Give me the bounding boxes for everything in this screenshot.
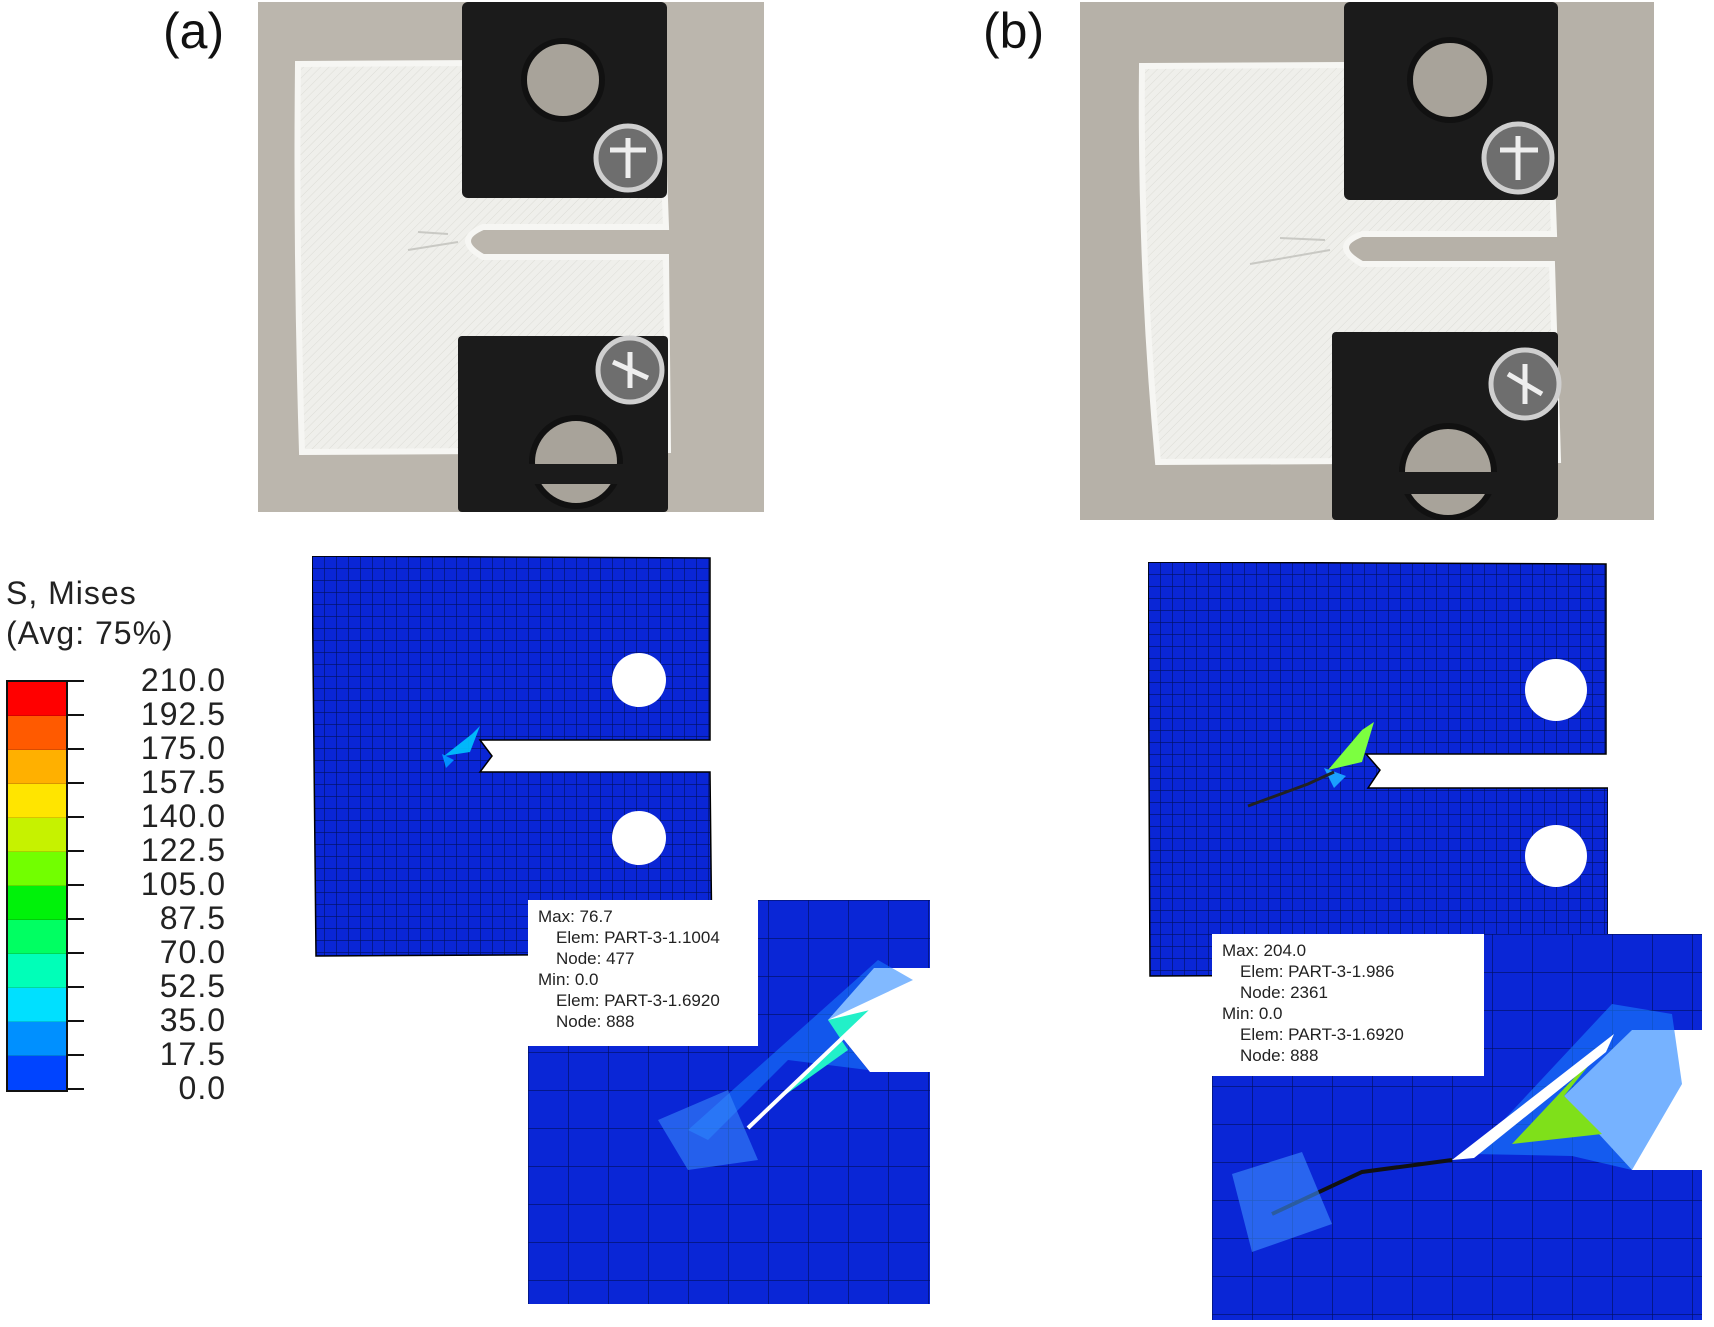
panel-label-b: (b)	[983, 3, 1045, 59]
legend-value: 192.5	[140, 696, 226, 732]
max-label-b: Max: 204.0	[1222, 941, 1307, 960]
legend-value: 52.5	[159, 968, 226, 1004]
legend-tick	[66, 918, 84, 920]
legend-tick	[66, 816, 84, 818]
legend-value: 157.5	[140, 764, 226, 800]
min-node-a: Node: 888	[556, 1012, 635, 1031]
legend-value: 0.0	[178, 1070, 226, 1106]
legend-band	[8, 784, 66, 818]
legend-band	[8, 920, 66, 954]
legend-tick	[66, 952, 84, 954]
legend-band	[8, 1022, 66, 1056]
legend-band	[8, 988, 66, 1022]
legend-value: 70.0	[159, 934, 226, 970]
legend-band	[8, 954, 66, 988]
legend-value: 17.5	[159, 1036, 226, 1072]
legend-band	[8, 886, 66, 920]
fe-model-a	[311, 555, 718, 960]
legend-value: 122.5	[140, 832, 226, 868]
legend-color-bar	[6, 680, 68, 1092]
legend-title-line2: (Avg: 75%)	[6, 615, 174, 651]
max-label-a: Max: 76.7	[538, 907, 613, 926]
legend-tick	[66, 884, 84, 886]
max-elem-b: Elem: PART-3-1.986	[1240, 962, 1395, 981]
min-label-a: Min: 0.0	[538, 970, 599, 989]
legend-band	[8, 852, 66, 886]
min-elem-b: Elem: PART-3-1.6920	[1240, 1025, 1404, 1044]
max-elem-a: Elem: PART-3-1.1004	[556, 928, 720, 947]
legend-band	[8, 716, 66, 750]
legend-tick	[66, 782, 84, 784]
legend-tick	[66, 680, 84, 682]
legend-tick	[66, 850, 84, 852]
legend-value: 210.0	[140, 662, 226, 698]
legend-tick	[66, 748, 84, 750]
photo-b-specimen	[1080, 2, 1654, 520]
min-elem-a: Elem: PART-3-1.6920	[556, 991, 720, 1010]
legend-value: 87.5	[159, 900, 226, 936]
legend-value: 175.0	[140, 730, 226, 766]
fe-model-b	[1147, 561, 1609, 978]
min-node-b: Node: 888	[1240, 1046, 1319, 1065]
panel-label-a: (a)	[163, 3, 225, 59]
legend-tick	[66, 1088, 84, 1090]
legend-title-line1: S, Mises	[6, 575, 137, 611]
legend-band	[8, 1056, 66, 1090]
legend-value: 35.0	[159, 1002, 226, 1038]
info-box-b: Max: 204.0 Elem: PART-3-1.986 Node: 2361…	[1212, 934, 1484, 1076]
legend-value: 140.0	[140, 798, 226, 834]
max-node-a: Node: 477	[556, 949, 635, 968]
min-label-b: Min: 0.0	[1222, 1004, 1283, 1023]
legend-tick	[66, 1020, 84, 1022]
legend-band	[8, 818, 66, 852]
legend-tick	[66, 1054, 84, 1056]
info-box-a: Max: 76.7 Elem: PART-3-1.1004 Node: 477 …	[528, 900, 758, 1046]
legend-band	[8, 682, 66, 716]
legend-band	[8, 750, 66, 784]
max-node-b: Node: 2361	[1240, 983, 1328, 1002]
photo-a-specimen	[258, 2, 764, 512]
legend-value: 105.0	[140, 866, 226, 902]
legend-tick	[66, 714, 84, 716]
legend-tick	[66, 986, 84, 988]
